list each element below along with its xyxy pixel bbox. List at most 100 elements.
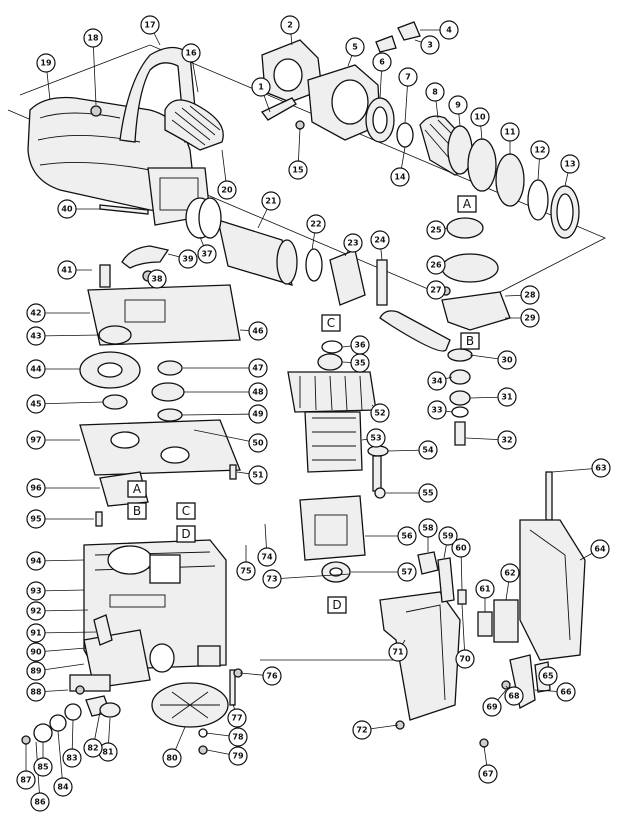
part-callout-60: 60 xyxy=(451,538,471,558)
callout-number: 30 xyxy=(501,356,513,365)
part-callout-48: 48 xyxy=(248,382,268,402)
callout-number: 40 xyxy=(61,205,73,214)
part-callout-6: 6 xyxy=(372,52,392,72)
callout-circle xyxy=(178,249,198,269)
callout-circle xyxy=(398,67,418,87)
part-callout-3: 3 xyxy=(420,35,440,55)
part-callout-85: 85 xyxy=(33,757,53,777)
part-callout-43: 43 xyxy=(26,326,46,346)
callout-number: 51 xyxy=(252,471,264,480)
callout-number: 34 xyxy=(431,377,443,386)
callout-circle xyxy=(248,382,268,402)
callout-number: 14 xyxy=(394,173,406,182)
callout-circle xyxy=(53,777,73,797)
callout-circle xyxy=(520,285,540,305)
callout-number: 95 xyxy=(30,515,42,524)
callout-circle xyxy=(591,458,611,478)
callout-circle xyxy=(262,666,282,686)
callout-number: 62 xyxy=(504,569,515,578)
part-callout-94: 94 xyxy=(26,551,46,571)
callout-circle xyxy=(26,682,46,702)
part-callout-68: 68 xyxy=(504,686,524,706)
callout-circle xyxy=(497,387,517,407)
callout-number: 3 xyxy=(427,41,433,50)
callout-number: 7 xyxy=(405,73,411,82)
callout-circle xyxy=(418,440,438,460)
callout-number: 96 xyxy=(30,484,42,493)
callout-number: 66 xyxy=(560,688,572,697)
ref-box-b-right: B xyxy=(460,332,480,350)
callout-circle xyxy=(261,191,281,211)
part-callout-74: 74 xyxy=(257,547,277,567)
part-callout-10: 10 xyxy=(470,107,490,127)
part-callout-75: 75 xyxy=(236,561,256,581)
callout-number: 71 xyxy=(392,648,404,657)
callout-circle xyxy=(257,547,277,567)
callout-circle xyxy=(418,518,438,538)
callout-circle xyxy=(30,792,50,812)
cylinder-assembly xyxy=(142,21,580,306)
part-callout-34: 34 xyxy=(427,371,447,391)
callout-number: 35 xyxy=(354,359,366,368)
part-callout-52: 52 xyxy=(370,403,390,423)
leader-line xyxy=(35,631,97,634)
part-callout-4: 4 xyxy=(439,20,459,40)
callout-circle xyxy=(455,649,475,669)
callout-circle xyxy=(438,526,458,546)
callout-circle xyxy=(228,727,248,747)
part-callout-81: 81 xyxy=(98,742,118,762)
callout-number: 88 xyxy=(30,688,42,697)
callout-number: 69 xyxy=(486,703,498,712)
callout-number: 52 xyxy=(374,409,385,418)
part-callout-79: 79 xyxy=(228,746,248,766)
part-callout-59: 59 xyxy=(438,526,458,546)
ref-box-a-left: A xyxy=(127,480,147,498)
callout-circle xyxy=(426,255,446,275)
part-callout-58: 58 xyxy=(418,518,438,538)
callout-number: 70 xyxy=(459,655,471,664)
callout-number: 18 xyxy=(87,34,99,43)
part-callout-9: 9 xyxy=(448,95,468,115)
callout-number: 63 xyxy=(595,464,606,473)
callout-circle xyxy=(427,400,447,420)
callout-circle xyxy=(248,404,268,424)
callout-number: 56 xyxy=(401,532,413,541)
callout-number: 85 xyxy=(37,763,49,772)
callout-number: 32 xyxy=(501,436,512,445)
callout-circle xyxy=(26,478,46,498)
callout-circle xyxy=(448,95,468,115)
callout-circle xyxy=(556,682,576,702)
callout-circle xyxy=(427,371,447,391)
callout-circle xyxy=(390,167,410,187)
callout-number: 50 xyxy=(252,439,264,448)
part-callout-13: 13 xyxy=(560,154,580,174)
callout-number: 27 xyxy=(430,286,441,295)
part-callout-31: 31 xyxy=(497,387,517,407)
part-callout-47: 47 xyxy=(248,358,268,378)
part-callout-95: 95 xyxy=(26,509,46,529)
callout-circle xyxy=(372,52,392,72)
part-callout-77: 77 xyxy=(227,708,247,728)
part-callout-54: 54 xyxy=(418,440,438,460)
callout-circle xyxy=(560,154,580,174)
callout-number: 43 xyxy=(30,332,41,341)
callout-circle xyxy=(162,748,182,768)
callout-circle xyxy=(26,661,46,681)
callout-number: 25 xyxy=(430,226,442,235)
callout-number: 94 xyxy=(30,557,42,566)
part-callout-19: 19 xyxy=(36,53,56,73)
callout-circle xyxy=(26,551,46,571)
part-callout-83: 83 xyxy=(62,748,82,768)
callout-number: 92 xyxy=(30,607,41,616)
part-callout-66: 66 xyxy=(556,682,576,702)
callout-circle xyxy=(26,394,46,414)
callout-circle xyxy=(388,642,408,662)
callout-number: 68 xyxy=(508,692,520,701)
ref-label: A xyxy=(463,197,472,211)
ref-label: D xyxy=(181,527,190,541)
part-callout-40: 40 xyxy=(57,199,77,219)
part-callout-97: 97 xyxy=(26,430,46,450)
callout-circle xyxy=(370,230,390,250)
part-callout-53: 53 xyxy=(366,428,386,448)
callout-circle xyxy=(83,738,103,758)
